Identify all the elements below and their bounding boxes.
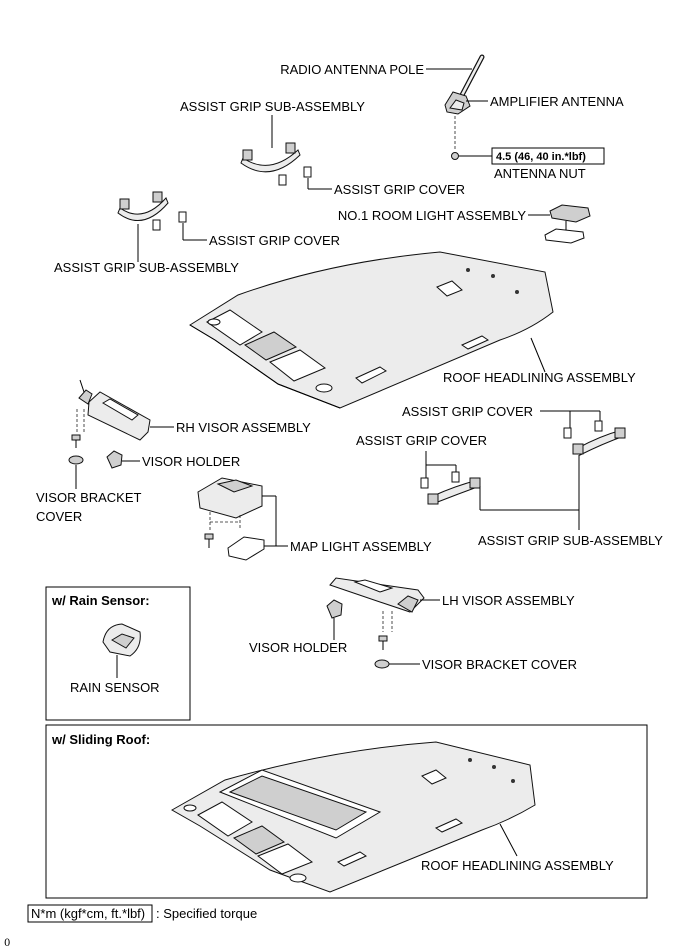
corner-mark: 0 bbox=[4, 938, 10, 949]
rh-visor-assembly bbox=[68, 379, 151, 465]
visor-holder-lh bbox=[326, 599, 343, 619]
roof-headlining-main bbox=[189, 251, 554, 409]
legend-unit: N*m (kgf*cm, ft.*lbf) bbox=[31, 906, 145, 921]
assist-grip-cover-icon bbox=[594, 420, 603, 432]
label-map-light: MAP LIGHT ASSEMBLY bbox=[290, 539, 432, 554]
label-antenna-nut: ANTENNA NUT bbox=[494, 166, 586, 181]
assist-grip-cover-icon bbox=[303, 166, 312, 178]
assist-grip-cover-icon bbox=[451, 471, 460, 483]
assist-grip-top bbox=[240, 142, 301, 173]
label-roof-headlining: ROOF HEADLINING ASSEMBLY bbox=[443, 370, 636, 385]
torque-value: 4.5 (46, 40 in.*lbf) bbox=[496, 151, 586, 163]
label-visor-holder-lh: VISOR HOLDER bbox=[249, 640, 347, 655]
label-visor-bracket-cover-rh-1: VISOR BRACKET bbox=[36, 490, 142, 505]
label-assist-grip-left: ASSIST GRIP SUB-ASSEMBLY bbox=[54, 260, 239, 275]
label-visor-bracket-cover-lh: VISOR BRACKET COVER bbox=[422, 657, 577, 672]
room-light-assembly bbox=[544, 204, 591, 244]
assist-grip-cover-icon bbox=[178, 211, 187, 223]
rain-sensor-label: RAIN SENSOR bbox=[70, 680, 160, 695]
label-assist-grip-cover-4: ASSIST GRIP COVER bbox=[356, 433, 487, 448]
label-assist-grip-cover-3: ASSIST GRIP COVER bbox=[402, 404, 533, 419]
rain-sensor-box bbox=[45, 586, 191, 721]
assist-grip-right-lower bbox=[427, 477, 481, 505]
label-assist-grip-cover-2: ASSIST GRIP COVER bbox=[209, 233, 340, 248]
label-radio-antenna-pole: RADIO ANTENNA POLE bbox=[280, 62, 424, 77]
label-rh-visor: RH VISOR ASSEMBLY bbox=[176, 420, 311, 435]
label-room-light: NO.1 ROOM LIGHT ASSEMBLY bbox=[338, 208, 526, 223]
label-assist-grip-right: ASSIST GRIP SUB-ASSEMBLY bbox=[478, 533, 663, 548]
assist-grip-cover-icon bbox=[278, 174, 287, 186]
torque-box bbox=[491, 147, 605, 165]
label-assist-grip-top: ASSIST GRIP SUB-ASSEMBLY bbox=[180, 99, 365, 114]
visor-holder-rh bbox=[106, 450, 123, 469]
lh-visor-assembly bbox=[329, 577, 425, 669]
amplifier-antenna bbox=[444, 91, 471, 160]
assist-grip-cover-icon bbox=[563, 427, 572, 439]
map-light-assembly bbox=[197, 477, 265, 561]
roof-headlining-sliding bbox=[170, 741, 536, 893]
legend-torque-box bbox=[27, 904, 153, 923]
assist-grip-right-upper bbox=[572, 427, 626, 456]
assist-grip-cover-icon bbox=[152, 219, 161, 231]
sliding-roof-box bbox=[45, 724, 648, 899]
label-visor-holder-rh: VISOR HOLDER bbox=[142, 454, 240, 469]
assist-grip-left bbox=[117, 191, 169, 221]
label-visor-bracket-cover-rh-2: COVER bbox=[36, 509, 82, 524]
rain-box-title: w/ Rain Sensor: bbox=[51, 593, 150, 608]
radio-antenna-pole bbox=[459, 54, 485, 98]
rain-sensor bbox=[102, 623, 141, 657]
label-assist-grip-cover-1: ASSIST GRIP COVER bbox=[334, 182, 465, 197]
label-lh-visor: LH VISOR ASSEMBLY bbox=[442, 593, 575, 608]
sliding-box-title: w/ Sliding Roof: bbox=[51, 732, 150, 747]
legend-text: : Specified torque bbox=[156, 906, 257, 921]
assist-grip-cover-icon bbox=[420, 477, 429, 489]
sliding-roof-label: ROOF HEADLINING ASSEMBLY bbox=[421, 858, 614, 873]
label-amplifier-antenna: AMPLIFIER ANTENNA bbox=[490, 94, 624, 109]
